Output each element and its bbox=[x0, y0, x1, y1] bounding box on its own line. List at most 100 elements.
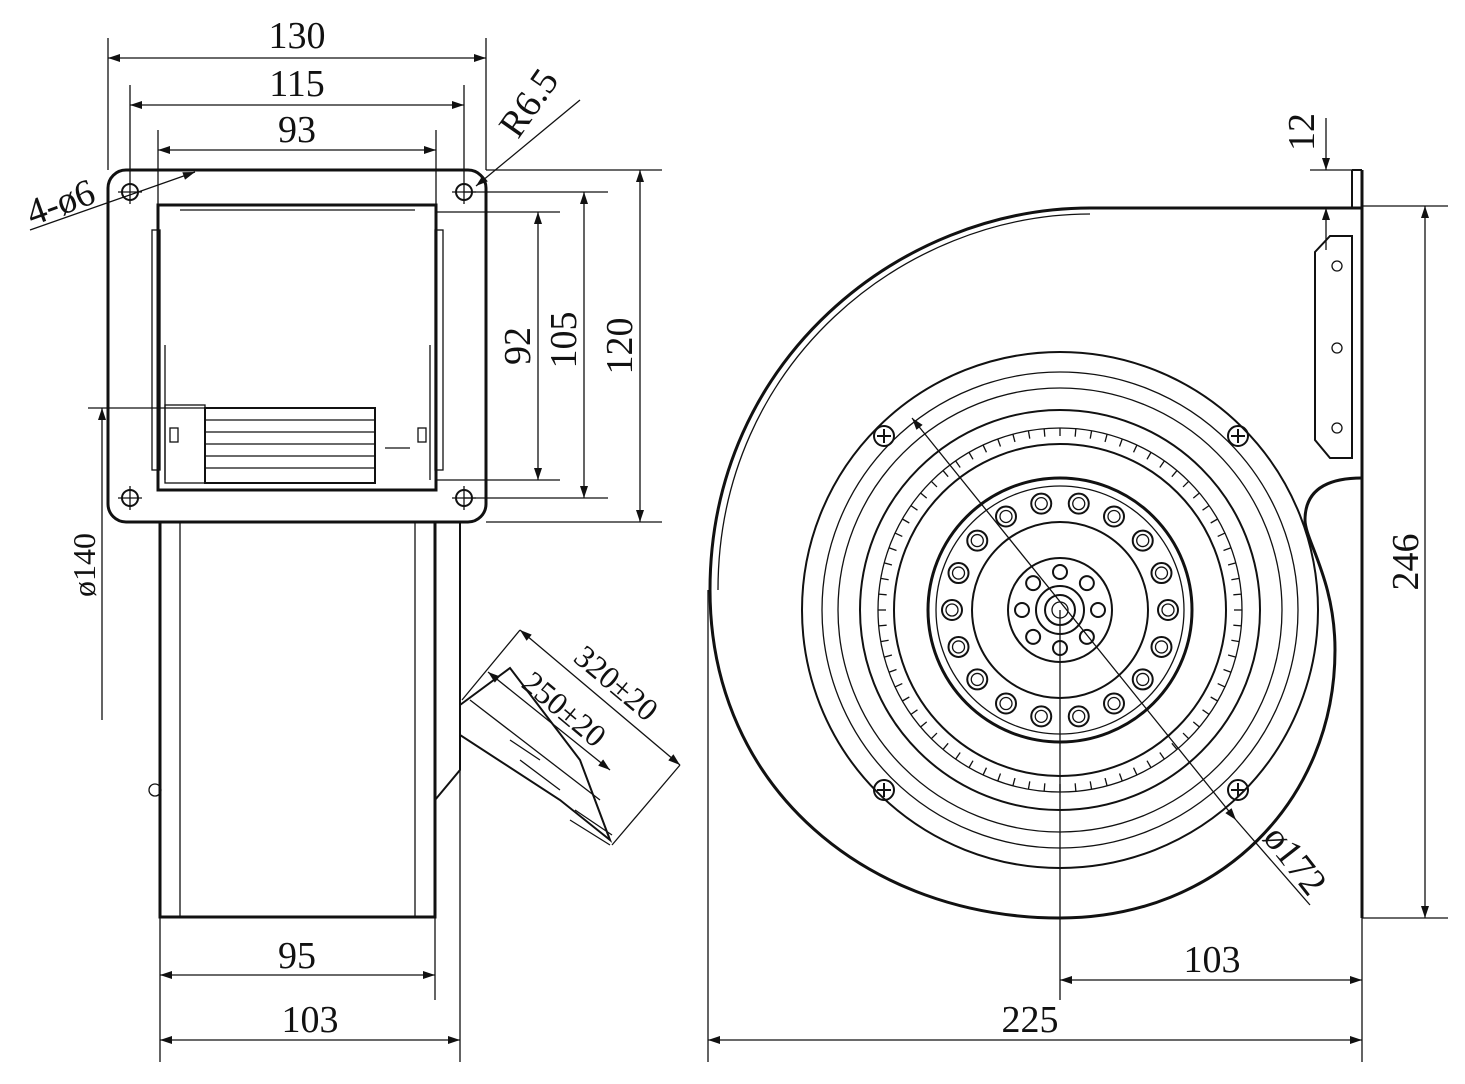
blade-tick bbox=[1231, 577, 1240, 581]
rotor-hole-inner bbox=[945, 603, 959, 617]
dim-4-holes: 4-ø6 bbox=[21, 171, 101, 234]
blade-tick bbox=[942, 742, 949, 750]
rotor-hole-inner bbox=[1034, 496, 1048, 511]
dim-dia-140: ø140 bbox=[66, 533, 102, 597]
blade-tick bbox=[1171, 470, 1178, 478]
hub-hole bbox=[1014, 602, 1030, 618]
blade-tick bbox=[968, 452, 974, 460]
blade-tick bbox=[920, 492, 928, 499]
rotor-hole bbox=[966, 668, 989, 691]
blade-tick bbox=[1118, 438, 1123, 447]
blade-tick bbox=[955, 460, 961, 468]
side-view: 130 115 93 4-ø6 R6.5 92 105 120 ø140 95 … bbox=[21, 15, 681, 1062]
blade-tick bbox=[997, 438, 1002, 447]
blade-tick bbox=[880, 639, 889, 643]
blade-tick bbox=[1217, 682, 1226, 688]
blade-tick bbox=[1104, 434, 1108, 443]
rotor-hole bbox=[947, 562, 970, 585]
rotor-hole bbox=[1030, 705, 1053, 728]
blade-tick bbox=[920, 721, 928, 728]
blade-tick bbox=[968, 760, 974, 768]
dim-93: 93 bbox=[278, 109, 316, 151]
blade-tick bbox=[997, 773, 1002, 782]
blade-tick bbox=[1146, 760, 1152, 768]
outlet-opening bbox=[156, 203, 438, 492]
rotor-hole bbox=[995, 692, 1017, 715]
rotor-hole bbox=[1157, 599, 1179, 621]
rotor-hole-inner bbox=[970, 533, 984, 548]
rotor-hole bbox=[1150, 562, 1173, 585]
blade-tick bbox=[878, 593, 887, 596]
mounting-holes bbox=[118, 180, 476, 510]
rotor-hole bbox=[1150, 635, 1173, 658]
rotor-hole-inner bbox=[1136, 533, 1150, 548]
blade-tick bbox=[1217, 532, 1226, 538]
dim-92: 92 bbox=[497, 327, 539, 365]
blade-tick bbox=[1231, 639, 1240, 643]
rotor-hole-inner bbox=[1072, 709, 1086, 724]
blade-tick bbox=[878, 624, 887, 627]
blade-tick bbox=[1233, 593, 1242, 596]
dim-115: 115 bbox=[269, 63, 325, 105]
blade-tick bbox=[1210, 518, 1218, 524]
dim-246: 246 bbox=[1385, 534, 1427, 591]
dim-225: 225 bbox=[1002, 999, 1059, 1041]
blade-tick bbox=[930, 732, 938, 740]
blade-tick bbox=[1202, 709, 1210, 715]
dim-95: 95 bbox=[278, 935, 316, 977]
blade-tick bbox=[910, 709, 918, 715]
dim-103-front: 103 bbox=[1184, 939, 1241, 981]
rotor-hole bbox=[1103, 692, 1125, 715]
rotor-hole-inner bbox=[1072, 496, 1086, 511]
blade-tick bbox=[888, 547, 897, 552]
blade-tick bbox=[1182, 480, 1190, 488]
blade-tick bbox=[1132, 444, 1138, 453]
impeller-blades bbox=[164, 404, 427, 484]
blade-tick bbox=[1159, 752, 1165, 760]
rotor-hole-inner bbox=[1154, 640, 1169, 654]
rotor-hole bbox=[947, 635, 970, 658]
blade-tick bbox=[1202, 505, 1210, 511]
dim-103-side: 103 bbox=[282, 999, 339, 1041]
hub-hole bbox=[1025, 575, 1042, 592]
rotor-hole-inner bbox=[951, 640, 966, 654]
hub-hole bbox=[1078, 575, 1095, 592]
rotor-hole bbox=[1103, 505, 1125, 528]
hub-hole bbox=[1090, 602, 1106, 618]
scroll-housing-side bbox=[148, 520, 461, 919]
rotor-hole-inner bbox=[1136, 672, 1150, 687]
rotor-hole bbox=[1030, 492, 1053, 515]
blade-tick bbox=[902, 518, 910, 524]
blade-tick bbox=[1192, 492, 1200, 499]
blade-tick bbox=[1210, 696, 1218, 702]
blade-tick bbox=[1027, 430, 1031, 439]
blade-tick bbox=[955, 752, 961, 760]
front-view: 12 246 ø172 103 225 bbox=[707, 113, 1448, 1062]
blade-tick bbox=[1027, 781, 1031, 790]
blade-tick bbox=[982, 767, 988, 776]
blade-tick bbox=[1227, 654, 1236, 658]
dim-130: 130 bbox=[269, 15, 326, 57]
blade-tick bbox=[880, 577, 889, 581]
blade-tick bbox=[888, 668, 897, 673]
rotor-hole bbox=[1131, 529, 1154, 552]
rotor-hole bbox=[966, 529, 989, 552]
dim-105: 105 bbox=[543, 312, 585, 369]
blade-tick bbox=[1227, 562, 1236, 566]
dim-r6-5: R6.5 bbox=[491, 61, 567, 145]
blade-tick bbox=[1132, 767, 1138, 776]
blade-tick bbox=[884, 654, 893, 658]
blade-tick bbox=[1012, 777, 1016, 786]
blade-tick bbox=[1233, 624, 1242, 627]
rotor-hole-inner bbox=[970, 672, 984, 687]
blade-tick bbox=[942, 470, 949, 478]
dim-120: 120 bbox=[599, 318, 641, 375]
rotor-hole bbox=[1067, 492, 1090, 515]
blade-tick bbox=[1043, 783, 1046, 792]
rotor-hole-inner bbox=[951, 566, 966, 580]
blade-tick bbox=[1182, 732, 1190, 740]
blade-tick bbox=[1118, 773, 1123, 782]
blade-tick bbox=[1074, 783, 1077, 792]
blade-tick bbox=[1192, 721, 1200, 728]
hub-hole bbox=[1052, 564, 1068, 580]
